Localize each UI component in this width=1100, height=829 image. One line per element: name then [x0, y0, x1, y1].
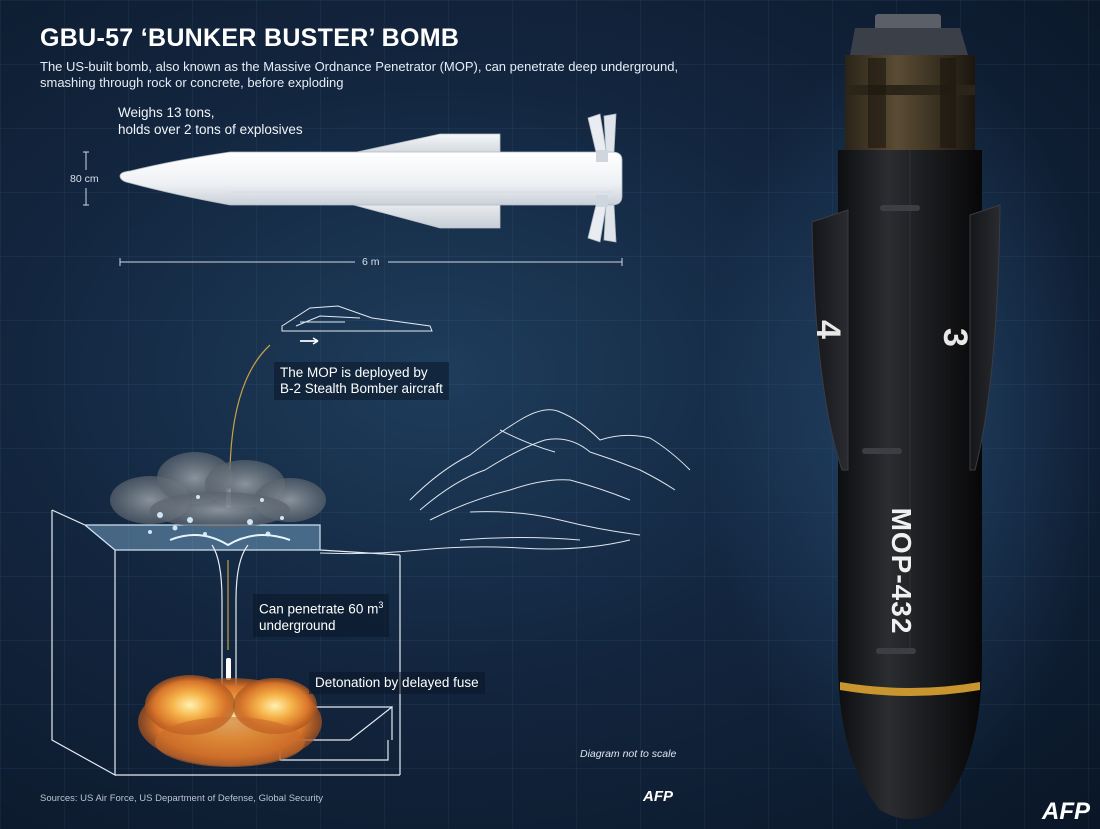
direction-arrow: [300, 337, 319, 345]
diameter-label: 80 cm: [70, 173, 99, 185]
photo-body-marking: MOP-432: [886, 507, 917, 635]
subtitle-line-2: smashing through rock or concrete, befor…: [40, 75, 344, 90]
afp-logo-large: AFP: [1042, 798, 1090, 825]
bomb-side-view: [119, 113, 623, 243]
afp-logo-small: AFP: [643, 788, 673, 805]
penetrate-text: Can penetrate 60 m: [259, 601, 379, 617]
impact-smoke: [110, 452, 326, 528]
sources-text: Sources: US Air Force, US Department of …: [40, 793, 324, 804]
scale-note: Diagram not to scale: [580, 748, 677, 760]
subtitle-line-1: The US-built bomb, also known as the Mas…: [40, 59, 679, 74]
penetrate-line-2: underground: [259, 617, 336, 633]
photo-number-left: 4: [808, 320, 847, 339]
explosion: [138, 675, 322, 767]
impact-debris: [148, 495, 291, 547]
deploy-line-2: B-2 Stealth Bomber aircraft: [280, 381, 443, 396]
dimension-lines: [83, 151, 623, 266]
photo-number-right: 3: [935, 328, 974, 347]
length-label: 6 m: [362, 256, 380, 268]
penetrate-superscript: 3: [378, 600, 384, 610]
mountain-outline: [409, 409, 691, 541]
subtitle: The US-built bomb, also known as the Mas…: [40, 59, 680, 91]
ground-line: [319, 539, 631, 555]
b2-bomber-outline: [281, 305, 433, 342]
weight-caption: Weighs 13 tons, holds over 2 tons of exp…: [118, 104, 303, 138]
page-title: GBU-57 ‘BUNKER BUSTER’ BOMB: [40, 24, 460, 52]
weight-line-2: holds over 2 tons of explosives: [118, 122, 303, 137]
penetrate-line-1: Can penetrate 60 m3: [259, 597, 383, 618]
bomb-photo: [811, 14, 1001, 819]
detonation-label: Detonation by delayed fuse: [309, 672, 485, 694]
deploy-line-1: The MOP is deployed by: [280, 365, 428, 380]
weight-line-1: Weighs 13 tons,: [118, 105, 215, 120]
deploy-label: The MOP is deployed by B-2 Stealth Bombe…: [274, 362, 449, 400]
small-bomb: [226, 658, 231, 680]
penetrate-label: Can penetrate 60 m3 underground: [253, 594, 390, 637]
trajectory-line: [229, 344, 271, 471]
